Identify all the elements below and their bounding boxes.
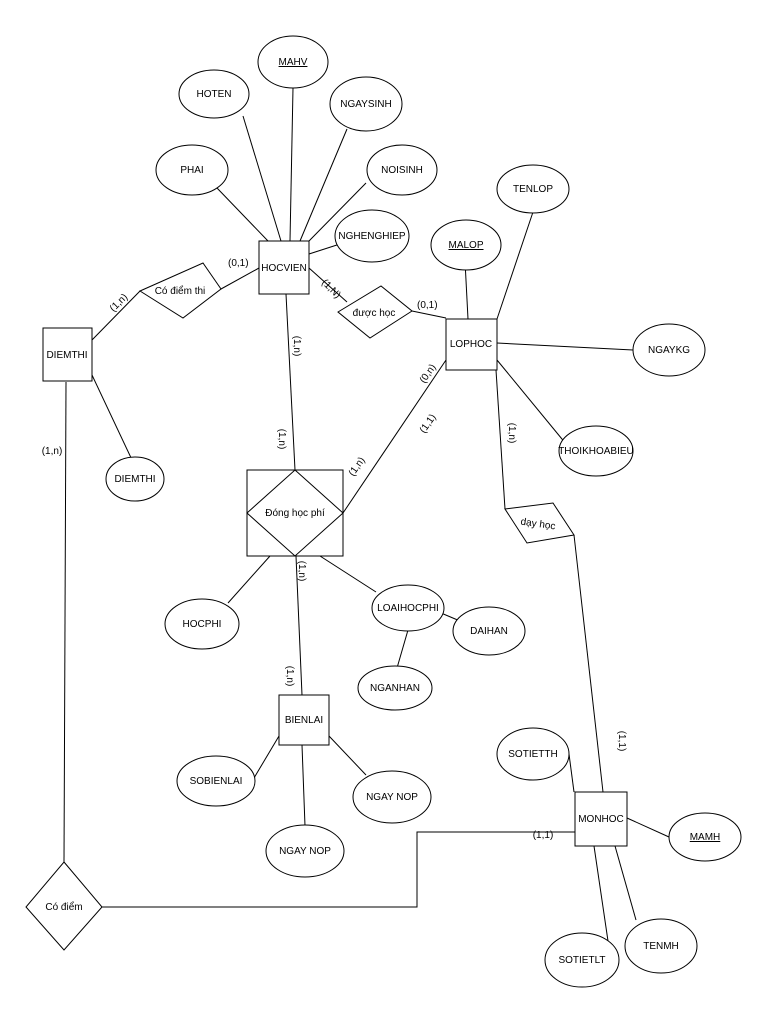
attribute-sotietlt[interactable]: SOTIETLT (544, 932, 620, 988)
svg-text:MONHOC: MONHOC (578, 814, 624, 825)
svg-text:MALOP: MALOP (448, 240, 483, 251)
cardinality-lh-duochoc: (0,1) (417, 300, 438, 311)
attribute-phai[interactable]: PHAI (155, 144, 229, 196)
attribute-loaihocphi[interactable]: LOAIHOCPHI (371, 584, 445, 632)
attribute-nganhan[interactable]: NGANHAN (357, 665, 433, 711)
attribute-hocphi[interactable]: HOCPHI (164, 598, 240, 650)
svg-text:DIEMTHI: DIEMTHI (114, 474, 155, 485)
svg-text:Đóng học phí: Đóng học phí (265, 508, 325, 519)
attribute-diemthi[interactable]: DIEMTHI (105, 456, 165, 502)
attribute-malop[interactable]: MALOP (430, 219, 502, 271)
svg-text:NOISINH: NOISINH (381, 165, 423, 176)
cardinality-mh-codiem: (1,1) (533, 830, 554, 841)
entity-lophoc[interactable]: LOPHOC (445, 318, 498, 371)
entity-bienlai[interactable]: BIENLAI (278, 694, 330, 746)
svg-text:TENLOP: TENLOP (513, 184, 553, 195)
cardinality-dhp-bl-top: (1,n) (296, 561, 307, 582)
svg-text:SOBIENLAI: SOBIENLAI (190, 776, 243, 787)
svg-text:THOIKHOABIEU: THOIKHOABIEU (558, 446, 634, 457)
svg-text:LOPHOC: LOPHOC (450, 339, 492, 350)
svg-text:NGAY NOP: NGAY NOP (366, 792, 418, 803)
svg-text:HOCVIEN: HOCVIEN (261, 263, 307, 274)
cardinality-lh-dayhoc: (1,n) (506, 423, 517, 444)
svg-text:SOTIETTH: SOTIETTH (508, 749, 557, 760)
attribute-tenlop[interactable]: TENLOP (496, 164, 570, 214)
connectors (63, 87, 670, 942)
cardinality-hv-duochoc: (1,N) (319, 277, 343, 301)
relationship-co-diem-thi[interactable]: Có điểm thi (138, 262, 222, 319)
svg-text:HOTEN: HOTEN (197, 89, 232, 100)
attribute-sotietth[interactable]: SOTIETTH (496, 727, 570, 781)
svg-text:được học: được học (353, 308, 396, 319)
cardinality-hv-dhp-bottom: (1,n) (276, 429, 287, 450)
entity-monhoc[interactable]: MONHOC (574, 791, 628, 847)
cardinality-dhp-bl-bottom: (1,n) (284, 666, 295, 687)
svg-text:NGAYSINH: NGAYSINH (340, 99, 392, 110)
cardinality-hv-dhp-top: (1,n) (291, 336, 302, 357)
svg-text:NGANHAN: NGANHAN (370, 683, 420, 694)
attribute-tenmh[interactable]: TENMH (624, 918, 698, 974)
relationship-co-diem[interactable]: Có điểm (25, 861, 103, 951)
svg-text:DAIHAN: DAIHAN (470, 626, 508, 637)
attribute-noisinh[interactable]: NOISINH (366, 144, 438, 196)
attribute-ngay-nop-2[interactable]: NGAY NOP (265, 824, 345, 878)
relationship-dong-hoc-phi[interactable]: Đóng học phí (246, 469, 344, 557)
svg-text:TENMH: TENMH (643, 941, 679, 952)
cardinality-lh-dhp-top: (0,n) (418, 362, 439, 385)
attribute-ngay-nop-1[interactable]: NGAY NOP (352, 770, 432, 824)
cardinality-mh-dayhoc: (1,1) (616, 731, 627, 752)
attribute-thoikhoabieu[interactable]: THOIKHOABIEU (558, 425, 634, 477)
cardinality-hv-codiemthi: (0,1) (228, 258, 249, 269)
cardinality-dt-codiemthi: (1,n) (108, 292, 130, 314)
entity-diemthi[interactable]: DIEMTHI (42, 327, 93, 382)
attribute-ngaysinh[interactable]: NGAYSINH (329, 76, 403, 132)
svg-text:DIEMTHI: DIEMTHI (46, 350, 87, 361)
svg-text:SOTIETLT: SOTIETLT (558, 955, 605, 966)
attribute-mamh[interactable]: MAMH (668, 812, 742, 862)
svg-text:HOCPHI: HOCPHI (183, 619, 222, 630)
svg-text:NGAY NOP: NGAY NOP (279, 846, 331, 857)
entity-hocvien[interactable]: HOCVIEN (258, 240, 310, 295)
relationship-day-hoc[interactable]: dạy học (504, 502, 575, 544)
svg-text:dạy học: dạy học (520, 517, 556, 533)
svg-text:MAHV: MAHV (279, 57, 308, 68)
cardinality-dhp-lh: (1,n) (347, 455, 368, 478)
attribute-sobienlai[interactable]: SOBIENLAI (176, 755, 256, 807)
attribute-nghenghiep[interactable]: NGHENGHIEP (334, 209, 410, 263)
attribute-mahv[interactable]: MAHV (257, 35, 329, 89)
attribute-hoten[interactable]: HOTEN (178, 69, 250, 119)
attribute-daihan[interactable]: DAIHAN (452, 606, 526, 656)
svg-text:Có điểm thi: Có điểm thi (155, 285, 206, 297)
svg-text:NGHENGHIEP: NGHENGHIEP (338, 231, 406, 242)
svg-text:PHAI: PHAI (180, 165, 203, 176)
svg-text:MAMH: MAMH (690, 832, 721, 843)
svg-text:NGAYKG: NGAYKG (648, 345, 690, 356)
relationship-duoc-hoc[interactable]: được học (337, 285, 413, 339)
cardinality-dt-codiem: (1,n) (42, 446, 63, 457)
svg-text:BIENLAI: BIENLAI (285, 715, 323, 726)
svg-text:Có điểm: Có điểm (45, 901, 82, 913)
attribute-ngaykg[interactable]: NGAYKG (632, 323, 706, 377)
cardinality-lh-dhp-mid: (1,1) (418, 412, 439, 435)
svg-text:LOAIHOCPHI: LOAIHOCPHI (377, 603, 439, 614)
